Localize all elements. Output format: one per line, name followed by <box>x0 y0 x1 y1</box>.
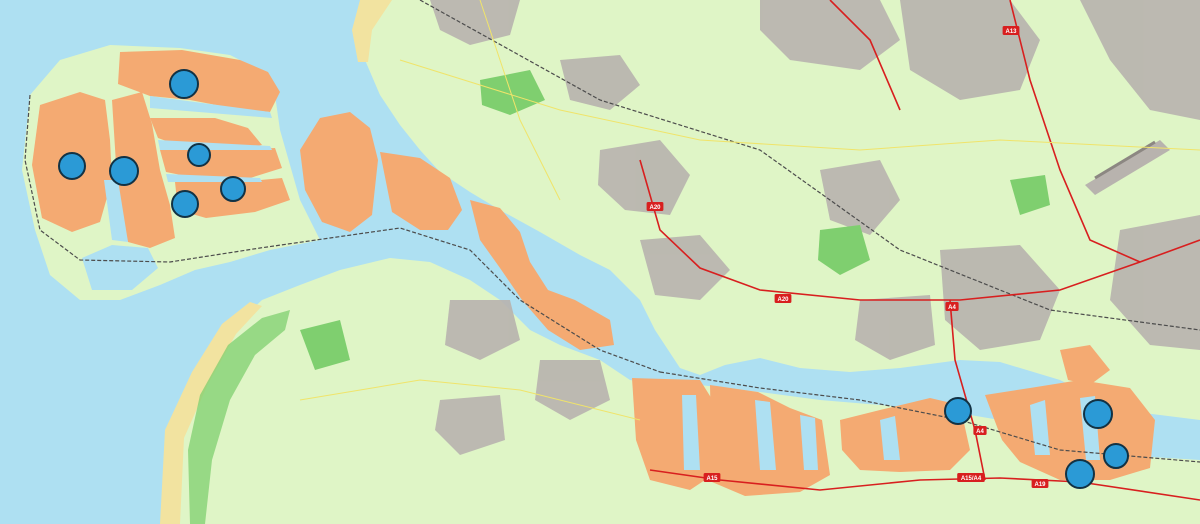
urban-areas <box>430 0 1200 455</box>
road-shield-a19: A19 <box>1031 479 1049 488</box>
svg-text:A4: A4 <box>948 305 956 311</box>
beach-south <box>160 302 262 524</box>
svg-text:A20: A20 <box>649 205 661 211</box>
road-shield-a4: A4 <box>945 302 959 311</box>
marker-1[interactable] <box>169 69 199 99</box>
svg-text:A20: A20 <box>777 297 789 303</box>
road-shield-a15-a4: A15/A4 <box>957 473 985 482</box>
road-shield-a20: A20 <box>646 202 664 211</box>
maasvlakte-lagoon <box>82 245 158 290</box>
marker-10[interactable] <box>1065 459 1095 489</box>
marker-8[interactable] <box>1083 399 1113 429</box>
svg-text:A4: A4 <box>976 429 984 435</box>
marker-6[interactable] <box>171 190 199 218</box>
road-shield-a20: A20 <box>774 294 792 303</box>
minor-roads <box>299 0 1200 421</box>
svg-text:A15/A4: A15/A4 <box>961 476 982 482</box>
dune-park <box>188 310 290 524</box>
road-shield-a15: A15 <box>703 473 721 482</box>
road-shield-a4: A4 <box>973 426 987 435</box>
svg-text:A15: A15 <box>706 476 718 482</box>
markers <box>58 69 1129 489</box>
marker-9[interactable] <box>1103 443 1129 469</box>
marker-2[interactable] <box>58 152 86 180</box>
beach-north <box>352 0 392 62</box>
marker-4[interactable] <box>187 143 211 167</box>
marker-5[interactable] <box>220 176 246 202</box>
svg-text:A13: A13 <box>1005 29 1017 35</box>
marker-7[interactable] <box>944 397 972 425</box>
parks <box>300 70 1050 370</box>
airport <box>1085 140 1170 195</box>
road-shield-a13: A13 <box>1002 26 1020 35</box>
railways <box>24 0 1200 463</box>
svg-text:A19: A19 <box>1034 482 1046 488</box>
marker-3[interactable] <box>109 156 139 186</box>
